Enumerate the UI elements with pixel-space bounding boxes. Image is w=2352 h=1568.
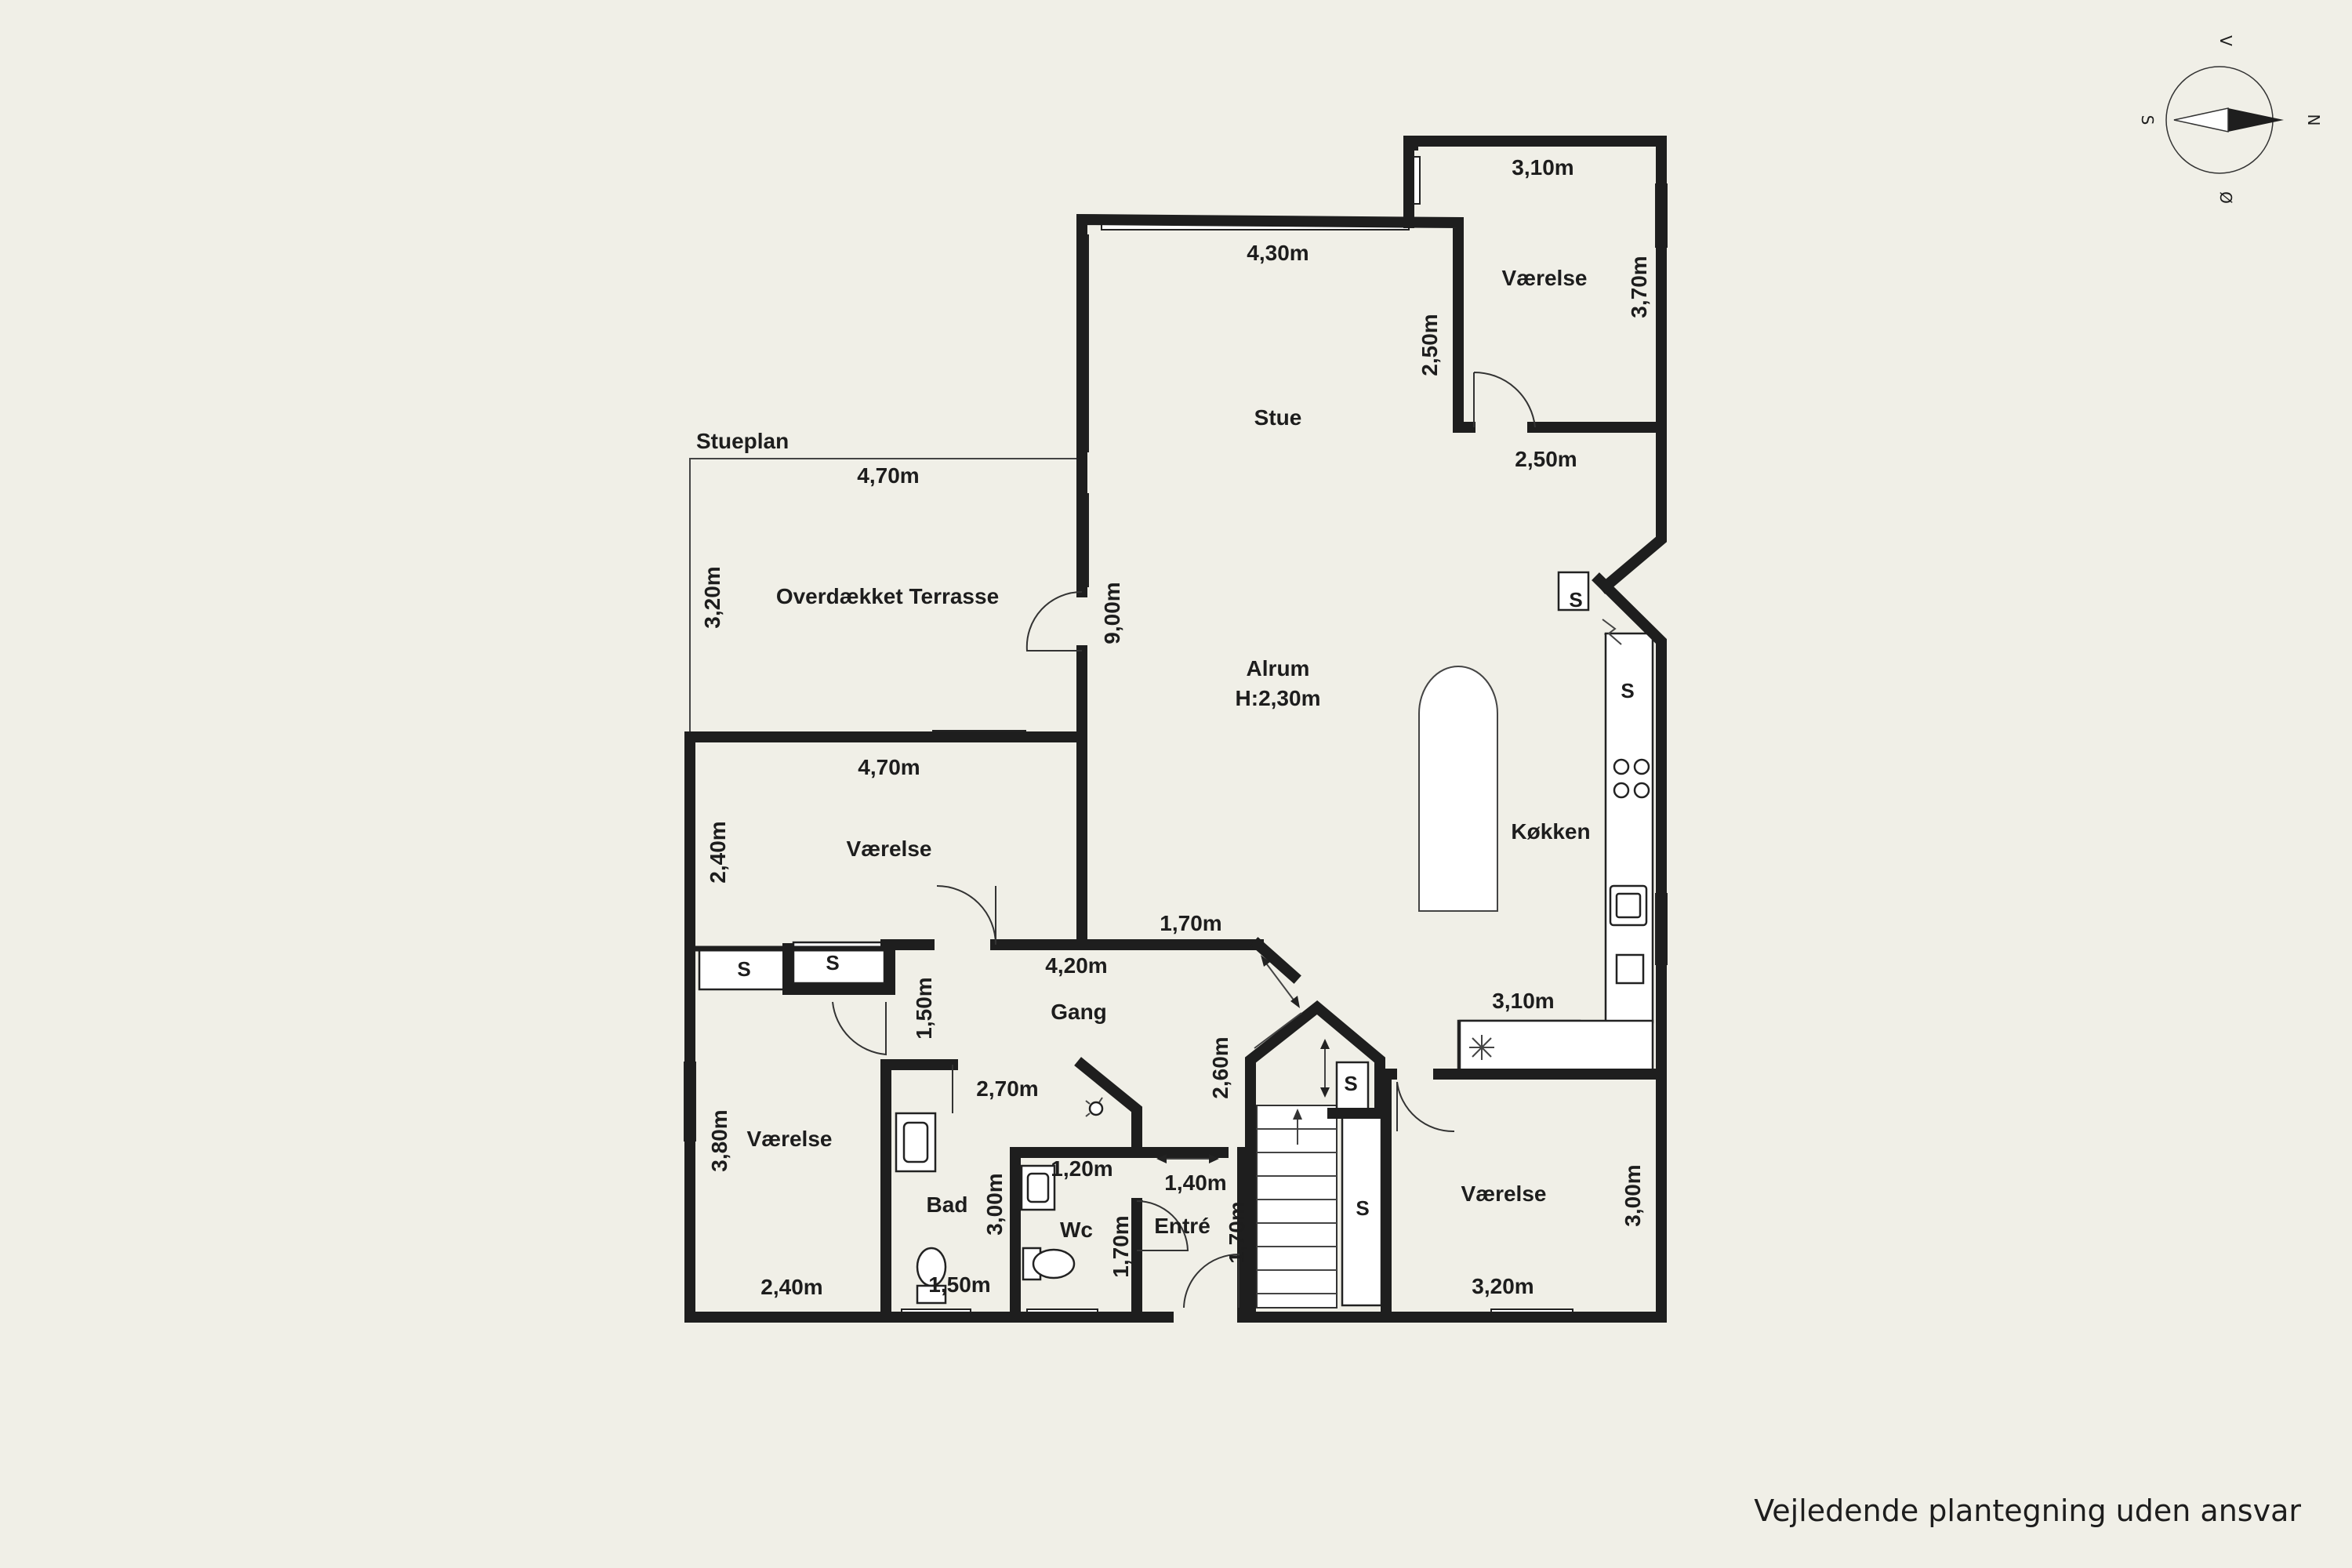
- dimension-label: 3,00m: [982, 1173, 1007, 1235]
- dimension-label: 3,20m: [700, 566, 724, 628]
- compass: N S V Ø: [2138, 35, 2323, 204]
- dimension-label: 3,70m: [1627, 256, 1651, 318]
- passage-arrows: [1156, 955, 1330, 1163]
- shower-icon: [1085, 1097, 1104, 1117]
- dimension-label: 3,20m: [1472, 1274, 1534, 1298]
- staircase: [1256, 1105, 1338, 1308]
- dimension-label: 1,70m: [1160, 911, 1221, 935]
- storage-labels: S S S S S S: [737, 588, 1634, 1220]
- dimension-label: 4,70m: [857, 463, 919, 488]
- room-label-vaerelse-w: Værelse: [847, 837, 932, 861]
- dimension-label: 3,10m: [1512, 155, 1573, 180]
- freezer-icon: [1469, 1035, 1494, 1060]
- kitchen-counter: [1457, 632, 1654, 1073]
- wc-toilet: [1022, 1247, 1076, 1281]
- room-label-alrum-height: H:2,30m: [1236, 686, 1321, 710]
- kitchen-hob: [1613, 758, 1650, 799]
- storage-label: S: [1621, 679, 1634, 702]
- room-label-vaerelse-ne: Værelse: [1502, 266, 1588, 290]
- kitchen-sink: [1609, 884, 1648, 927]
- room-label-bad: Bad: [927, 1192, 968, 1217]
- room-label-stue: Stue: [1254, 405, 1302, 430]
- dimension-label: 2,40m: [706, 821, 730, 883]
- dimension-label: 1,20m: [1051, 1156, 1112, 1181]
- dimension-label: 3,10m: [1492, 989, 1554, 1013]
- dishwasher: [1615, 953, 1645, 985]
- compass-north: N: [2304, 114, 2323, 126]
- dimension-label: 3,80m: [707, 1109, 731, 1171]
- dimension-labels: 3,10m 3,70m 4,30m 2,50m 2,50m 4,70m 3,20…: [700, 155, 1651, 1299]
- dimension-label: 2,70m: [976, 1076, 1038, 1101]
- dimension-label: 1,40m: [1164, 1171, 1226, 1195]
- dimension-label: 2,60m: [1208, 1036, 1232, 1098]
- electric-panel-icon: [1602, 619, 1622, 645]
- bathroom-toilet: [916, 1247, 947, 1305]
- disclaimer-text: Vejledende plantegning uden ansvar: [1754, 1494, 2301, 1528]
- room-label-terrasse: Overdækket Terrasse: [776, 584, 999, 608]
- room-label-wc: Wc: [1060, 1218, 1093, 1242]
- bathroom-sink: [895, 1112, 937, 1173]
- compass-south: S: [2138, 115, 2157, 125]
- kitchen-island: [1418, 666, 1498, 912]
- dimension-label: 2,50m: [1515, 447, 1577, 471]
- compass-east: Ø: [2216, 191, 2235, 204]
- room-label-vaerelse-sw: Værelse: [747, 1127, 833, 1151]
- room-labels: Stue Alrum H:2,30m Køkken Overdækket Ter…: [747, 266, 1591, 1242]
- dimension-label: 4,20m: [1045, 953, 1107, 978]
- room-label-entre: Entré: [1154, 1214, 1210, 1238]
- dimension-label: 1,70m: [1109, 1215, 1133, 1277]
- storage-label: S: [1344, 1072, 1357, 1095]
- storage-label: S: [826, 951, 839, 975]
- dimension-label: 1,70m: [1225, 1201, 1249, 1263]
- door-swings: [832, 371, 1536, 1308]
- wc-sink: [1020, 1164, 1056, 1211]
- dimension-label: 9,00m: [1100, 582, 1124, 644]
- room-label-gang: Gang: [1051, 1000, 1107, 1024]
- dimension-label: 2,40m: [760, 1275, 822, 1299]
- dimension-label: 3,00m: [1621, 1164, 1645, 1226]
- terrace-outline: [689, 458, 1082, 737]
- storage-label: S: [1569, 588, 1582, 612]
- walls: [684, 136, 1667, 1323]
- dimension-label: 4,70m: [858, 755, 920, 779]
- room-label-alrum: Alrum: [1247, 656, 1310, 681]
- compass-west: V: [2216, 35, 2235, 46]
- plan-label: Stueplan: [696, 429, 789, 453]
- dimension-label: 1,50m: [928, 1272, 990, 1297]
- dimension-label: 4,30m: [1247, 241, 1308, 265]
- room-label-koekken: Køkken: [1511, 819, 1590, 844]
- dimension-label: 2,50m: [1417, 314, 1442, 376]
- room-label-vaerelse-se: Værelse: [1461, 1181, 1547, 1206]
- storage-label: S: [737, 957, 750, 981]
- storage-label: S: [1356, 1196, 1369, 1220]
- dimension-label: 1,50m: [912, 977, 936, 1039]
